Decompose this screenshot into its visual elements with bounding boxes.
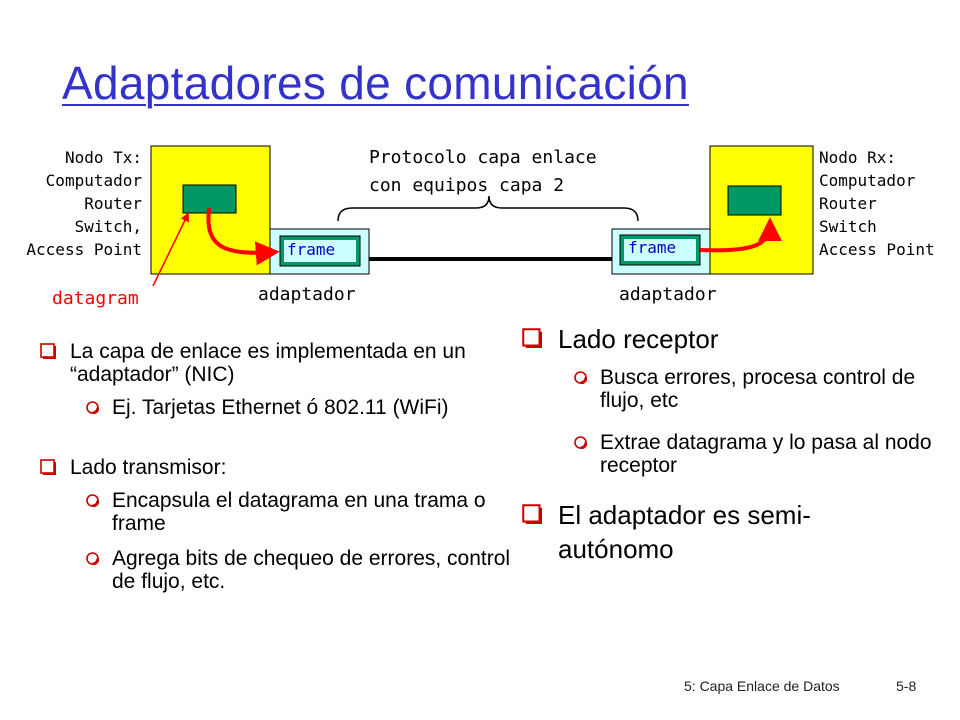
- footer-page-number: 5-8: [896, 678, 917, 694]
- frame-rx-label: frame: [628, 238, 677, 257]
- left-subbullet-3-text: Agrega bits de chequeo de errores, contr…: [112, 547, 511, 593]
- protocol-brace: [337, 195, 639, 222]
- node-tx-label: Nodo Tx: Computador Router Switch, Acces…: [26, 148, 142, 259]
- left-subbullet-2: Encapsula el datagrama en una trama o fr…: [86, 489, 532, 535]
- datagram-rx-box: [727, 185, 782, 216]
- left-bullet-2-text: Lado transmisor:: [70, 456, 227, 479]
- sub-bullet-marker-icon: [86, 494, 99, 507]
- right-bullet-1-text: Lado receptor: [558, 324, 719, 354]
- left-subbullet-1: Ej. Tarjetas Ethernet ó 802.11 (WiFi): [86, 396, 542, 419]
- protocol-label: Protocolo capa enlace con equipos capa 2: [369, 147, 597, 196]
- datagram-pointer-arrow: [152, 212, 189, 287]
- footer-section: 5: Capa Enlace de Datos: [684, 678, 840, 694]
- encapsulate-arrow: [206, 207, 280, 266]
- datagram-label: datagram: [52, 288, 139, 309]
- right-bullet-2: El adaptador es semi-autónomo: [522, 498, 898, 566]
- left-subbullet-2-text: Encapsula el datagrama en una trama o fr…: [112, 489, 486, 535]
- right-bullet-1: Lado receptor: [522, 322, 958, 356]
- sub-bullet-marker-icon: [86, 401, 99, 414]
- slide-title: Adaptadores de comunicación: [62, 57, 689, 109]
- right-subbullet-1-text: Busca errores, procesa control de flujo,…: [600, 366, 916, 412]
- bullet-marker-icon: [522, 504, 542, 524]
- sub-bullet-marker-icon: [574, 371, 587, 384]
- left-subbullet-1-text: Ej. Tarjetas Ethernet ó 802.11 (WiFi): [112, 396, 449, 419]
- left-bullet-1: La capa de enlace es implementada en un …: [40, 340, 540, 386]
- sub-bullet-marker-icon: [86, 552, 99, 565]
- right-bullet-2-text: El adaptador es semi-autónomo: [558, 500, 811, 564]
- sub-bullet-marker-icon: [574, 436, 587, 449]
- adapter-rx-label: adaptador: [619, 284, 717, 305]
- node-rx-label: Nodo Rx: Computador Router Switch Access…: [819, 148, 935, 259]
- right-subbullet-2-text: Extrae datagrama y lo pasa al nodo recep…: [600, 431, 932, 477]
- bullet-marker-icon: [40, 343, 56, 359]
- bullet-marker-icon: [522, 328, 542, 348]
- bullet-marker-icon: [40, 459, 56, 475]
- left-bullet-1-text: La capa de enlace es implementada en un …: [70, 340, 466, 386]
- right-subbullet-2: Extrae datagrama y lo pasa al nodo recep…: [574, 431, 940, 477]
- adapter-tx-label: adaptador: [258, 284, 356, 305]
- right-subbullet-1: Busca errores, procesa control de flujo,…: [574, 366, 940, 412]
- frame-tx-label: frame: [287, 240, 336, 259]
- left-bullet-2: Lado transmisor:: [40, 456, 540, 479]
- extract-arrow: [699, 217, 782, 253]
- left-subbullet-3: Agrega bits de chequeo de errores, contr…: [86, 547, 512, 593]
